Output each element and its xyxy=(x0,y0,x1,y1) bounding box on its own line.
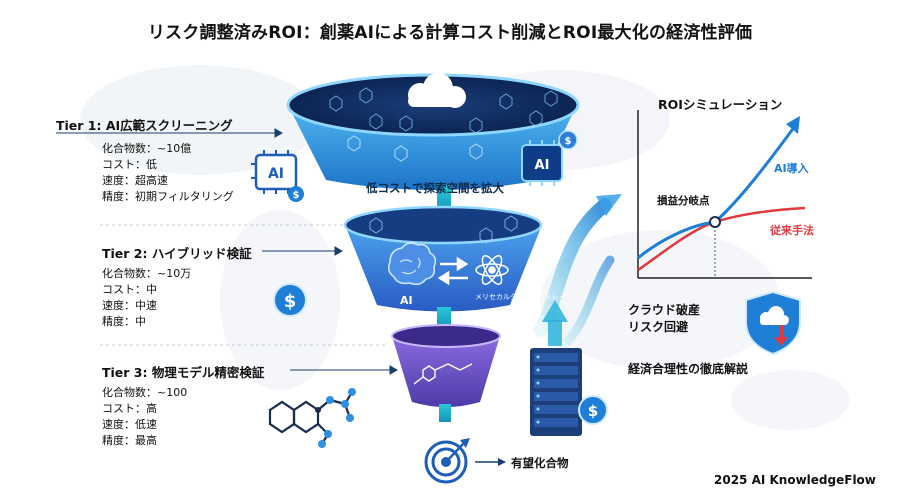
tier2-cost: コスト：中 xyxy=(102,283,157,296)
tier1-funnel xyxy=(286,73,580,190)
result-arrow xyxy=(475,458,506,466)
credit-text: 2025 AI KnowledgeFlow xyxy=(714,473,876,487)
server-stack-icon xyxy=(530,348,582,436)
roi-chart xyxy=(637,110,812,279)
tier1-cost: コスト：低 xyxy=(102,158,157,171)
tier3-details: 化合物数：~100 コスト：高 速度：低速 精度：最高 xyxy=(102,385,187,449)
left-ai-chip-icon: AI $ xyxy=(251,150,304,202)
expand-search-space-label: 低コストで探索空間を拡大 xyxy=(366,181,504,195)
tier2-funnel xyxy=(343,205,543,312)
ai-line-arrowhead xyxy=(786,116,800,134)
brain-icon xyxy=(387,242,437,286)
ai-adoption-label: AI導入 xyxy=(774,162,809,175)
roi-simulation-heading: ROIシミュレーション xyxy=(658,97,783,112)
tier3-funnel xyxy=(391,324,501,407)
tier-leader-lines xyxy=(56,128,399,375)
breakeven-point xyxy=(709,216,721,228)
tier2-details: 化合物数：~10万 コスト：中 速度：中速 精度：中 xyxy=(102,266,191,330)
legacy-method-label: 従来手法 xyxy=(770,224,814,237)
breakeven-label: 損益分岐点 xyxy=(657,195,710,207)
atom-icon xyxy=(475,255,509,285)
tier2-accuracy: 精度：中 xyxy=(102,315,146,328)
economic-rationale-text: 経済合理性の徹底解説 xyxy=(628,362,749,376)
server-dollar-icon: $ xyxy=(578,395,608,425)
tier3-cost: コスト：高 xyxy=(102,402,157,415)
cloud-icon xyxy=(408,73,466,108)
ai-line xyxy=(637,125,797,260)
tier2-count: 化合物数：~10万 xyxy=(102,267,192,280)
tier1-details: 化合物数：~10億 コスト：低 速度：超高速 精度：初期フィルタリング xyxy=(102,141,234,205)
tier1-heading: Tier 1: AI広範スクリーニング xyxy=(56,118,233,133)
server-up-arrow xyxy=(542,300,568,346)
risk-line1: クラウド破産 xyxy=(628,303,701,317)
tier2-speed: 速度：中速 xyxy=(102,299,157,312)
tier3-accuracy: 精度：最高 xyxy=(102,434,157,447)
molecule-structure-icon xyxy=(268,391,353,445)
dollar-coin-icon: $ xyxy=(558,130,578,150)
page-title: リスク調整済みROI：創薬AIによる計算コスト削減とROI最大化の経済性評価 xyxy=(147,23,753,43)
svg-text:$: $ xyxy=(588,402,598,420)
tier3-count: 化合物数：~100 xyxy=(102,386,188,399)
promising-compounds-label: 有望化合物 xyxy=(511,456,569,470)
tier3-speed: 速度：低速 xyxy=(102,418,157,431)
exchange-arrows-icon xyxy=(437,256,469,286)
ai-chip-icon: AI xyxy=(521,140,563,186)
target-icon xyxy=(424,438,470,484)
down-arrow-3 xyxy=(439,404,451,422)
tier3-heading: Tier 3: 物理モデル精密検証 xyxy=(102,365,265,380)
molecule-atoms xyxy=(315,388,356,448)
ai-chip-text: AI xyxy=(535,158,550,173)
tier1-accuracy: 精度：初期フィルタリング xyxy=(102,190,234,203)
ai-brain-label: AI xyxy=(400,294,413,307)
tier1-count: 化合物数：~10億 xyxy=(102,142,192,155)
left-dollar-coin-icon: $ xyxy=(273,283,307,317)
svg-text:$: $ xyxy=(284,291,297,312)
risk-avoidance-text: クラウド破産 リスク回避 xyxy=(628,302,700,336)
simulation-label: メリセカルダナンススミレーション xyxy=(475,293,587,301)
svg-text:AI: AI xyxy=(268,166,284,182)
tier1-speed: 速度：超高速 xyxy=(102,174,168,187)
tier2-heading: Tier 2: ハイブリッド検証 xyxy=(102,246,252,261)
svg-text:$: $ xyxy=(293,190,300,201)
svg-text:$: $ xyxy=(565,136,572,147)
shield-cloud-icon xyxy=(745,290,801,356)
risk-line2: リスク回避 xyxy=(628,320,689,334)
